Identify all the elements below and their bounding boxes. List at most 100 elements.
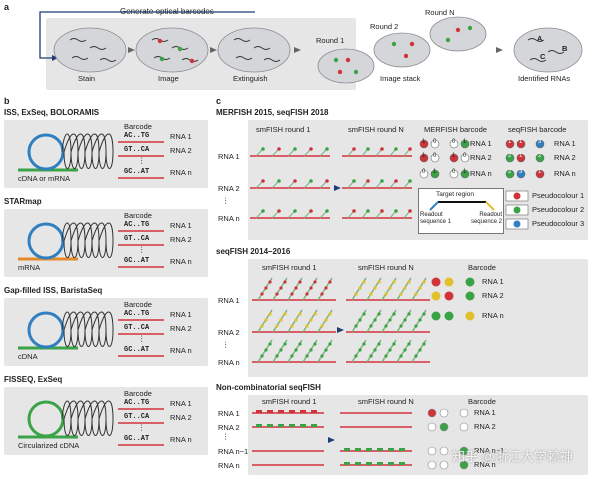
noncomb-col-roundn: smFISH round N (358, 397, 414, 406)
probe-dot (388, 348, 392, 352)
result-letter-a: A (537, 34, 543, 43)
barcode-sequence: GT..CA (124, 146, 150, 154)
noncomb-barcode-circle (459, 446, 469, 456)
seqfish-code-text: 3 (519, 169, 523, 175)
noncomb-barcode-circle (439, 408, 449, 418)
panel-b-letter: b (4, 96, 10, 106)
probe-tick (377, 462, 383, 465)
probe-dot (313, 280, 317, 284)
readout-dot (394, 209, 398, 213)
readout-dot (325, 179, 329, 183)
probe-dot (369, 292, 373, 296)
probe-dot (403, 286, 407, 290)
seqfish-code-circle (535, 139, 545, 149)
probe-dot (388, 318, 392, 322)
merfish-bit-circle (449, 153, 459, 163)
step-label-stain: Stain (78, 74, 96, 83)
probe-dot (260, 354, 264, 358)
probe-dot (294, 318, 298, 322)
merfish-bit-circle (460, 169, 470, 179)
probe-dot (275, 324, 279, 328)
readout-dot (352, 147, 356, 151)
noncomb-col-barcode: Barcode (468, 397, 496, 406)
merfish-col-seqfish: seqFISH barcode (508, 125, 567, 134)
merfish-row-rnan: RNA n (218, 214, 240, 223)
probe (347, 181, 354, 189)
rna-label: RNA n (170, 346, 192, 355)
barcode-sequence: GT..CA (124, 413, 150, 421)
probe-dot (399, 292, 403, 296)
pseudocolour-dot (513, 206, 521, 214)
readout-dot (408, 209, 412, 213)
panel-a-letter: a (4, 2, 10, 12)
method-title: FISSEQ, ExSeq (4, 375, 63, 384)
seqfish-title: seqFISH 2014–2016 (216, 247, 291, 256)
probe (255, 181, 263, 189)
probe-dot (275, 292, 279, 296)
pseudocolour-dot (513, 220, 521, 228)
probe (303, 181, 311, 189)
merfish-bit-circle (449, 169, 459, 179)
probe-inset (418, 188, 504, 234)
readout-dot (277, 147, 281, 151)
probe-tick (311, 410, 317, 413)
probe-dot (324, 286, 328, 290)
noncomb-barcode-circle (439, 446, 449, 456)
probe-dot (407, 312, 411, 316)
merfish-bit-circle (419, 169, 429, 179)
rna-label: RNA 1 (170, 310, 192, 319)
readout-dot (325, 209, 329, 213)
merfish-bit-text: 1 (463, 169, 467, 175)
noncomb-col-round1: smFISH round 1 (262, 397, 317, 406)
rna-label: RNA 2 (170, 324, 192, 333)
seqfish-code-circle (535, 169, 545, 179)
noncomb-row-rnan: RNA n (218, 461, 240, 470)
readout-dot (408, 179, 412, 183)
probe-dot (294, 348, 298, 352)
probe (303, 149, 311, 157)
readout-dot (394, 179, 398, 183)
probe (389, 211, 396, 219)
seqfish-row-rnan: RNA n (218, 358, 240, 367)
probe-dot (369, 324, 373, 328)
probe-dot (283, 342, 287, 346)
merfish-title: MERFISH 2015, seqFISH 2018 (216, 108, 329, 117)
probe-tick (278, 410, 284, 413)
readout-dot (380, 209, 384, 213)
probe-dot (384, 292, 388, 296)
round-1-label: Round 1 (316, 36, 345, 45)
noncomb-barcode-circle (439, 422, 449, 432)
probe (271, 149, 279, 157)
seqfish-col-barcode: Barcode (468, 263, 496, 272)
probe-dot (354, 292, 358, 296)
seqfish-code-circle (505, 139, 515, 149)
probe (375, 181, 382, 189)
readout-dot (394, 147, 398, 151)
template-label: mRNA (18, 263, 41, 272)
barcode-sequence: AC..TG (124, 399, 150, 407)
seqfish-barcode-circle (444, 277, 454, 287)
barcode-sequence: GT..CA (124, 324, 150, 332)
ellipsis: ⋮ (138, 245, 146, 254)
pseudocolour-dot (513, 192, 521, 200)
padlock-circle (27, 400, 65, 438)
noncomb-row-rnan1: RNA n−1 (218, 447, 249, 456)
probe-tick (311, 424, 317, 427)
seqfish-code-text: 1 (519, 139, 523, 145)
barcode-sequence: GC..AT (124, 168, 150, 176)
merfish-bit-text: 1 (422, 153, 426, 159)
probe-dot (422, 342, 426, 346)
merfish-bit-text: 0 (463, 153, 467, 159)
probe-tick (267, 424, 273, 427)
probe-tick (267, 410, 273, 413)
noncomb-barcode-circle (427, 446, 437, 456)
merfish-col-roundn: smFISH round N (348, 125, 404, 134)
merfish-bit-text: 1 (433, 169, 437, 175)
seqfish-code-text: 1 (519, 153, 523, 159)
probe-dot (305, 354, 309, 358)
readout-dot (277, 179, 281, 183)
rna-label: RNA 1 (170, 132, 192, 141)
seqfish-row-dots: ⋮ (222, 340, 230, 349)
seqfish-barcode-circle (444, 291, 454, 301)
readout-dot (261, 179, 265, 183)
